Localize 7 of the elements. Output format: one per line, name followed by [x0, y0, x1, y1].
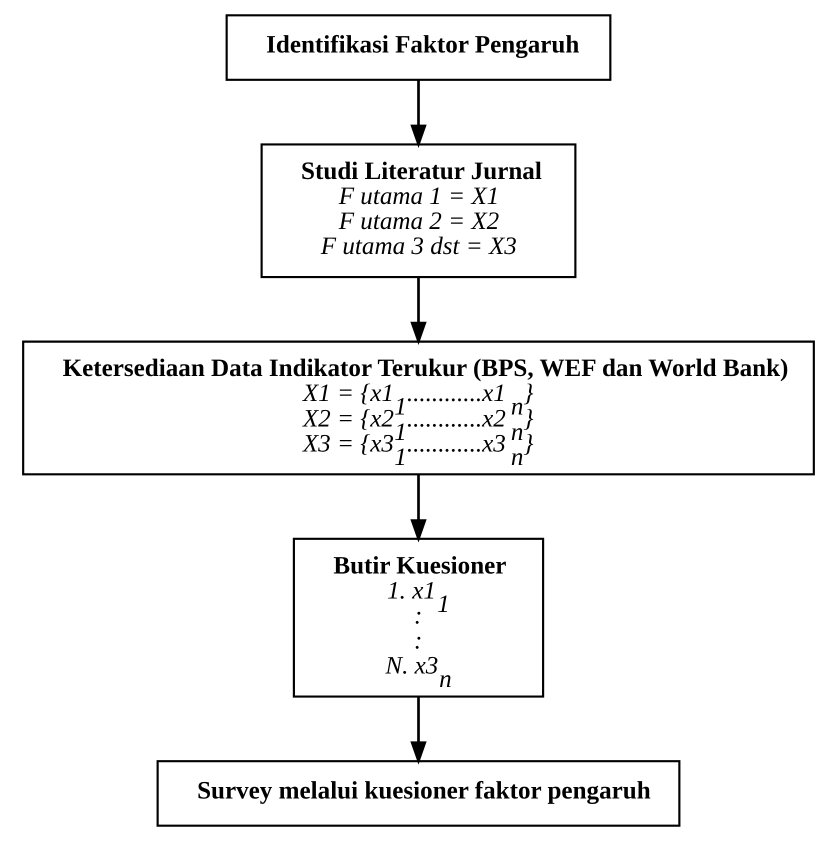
arrow	[410, 80, 427, 148]
node-box: Identifikasi Faktor Pengaruh	[226, 14, 612, 81]
node-box: Survey melalui kuesioner faktor pengaruh	[156, 760, 680, 827]
arrow	[410, 278, 427, 346]
arrow	[410, 697, 427, 765]
node-box: Studi Literatur Jurnal F utama 1 = X1 F utama 2 = X2 F utama 3 dst = X3	[260, 143, 576, 278]
arrow	[410, 474, 427, 543]
